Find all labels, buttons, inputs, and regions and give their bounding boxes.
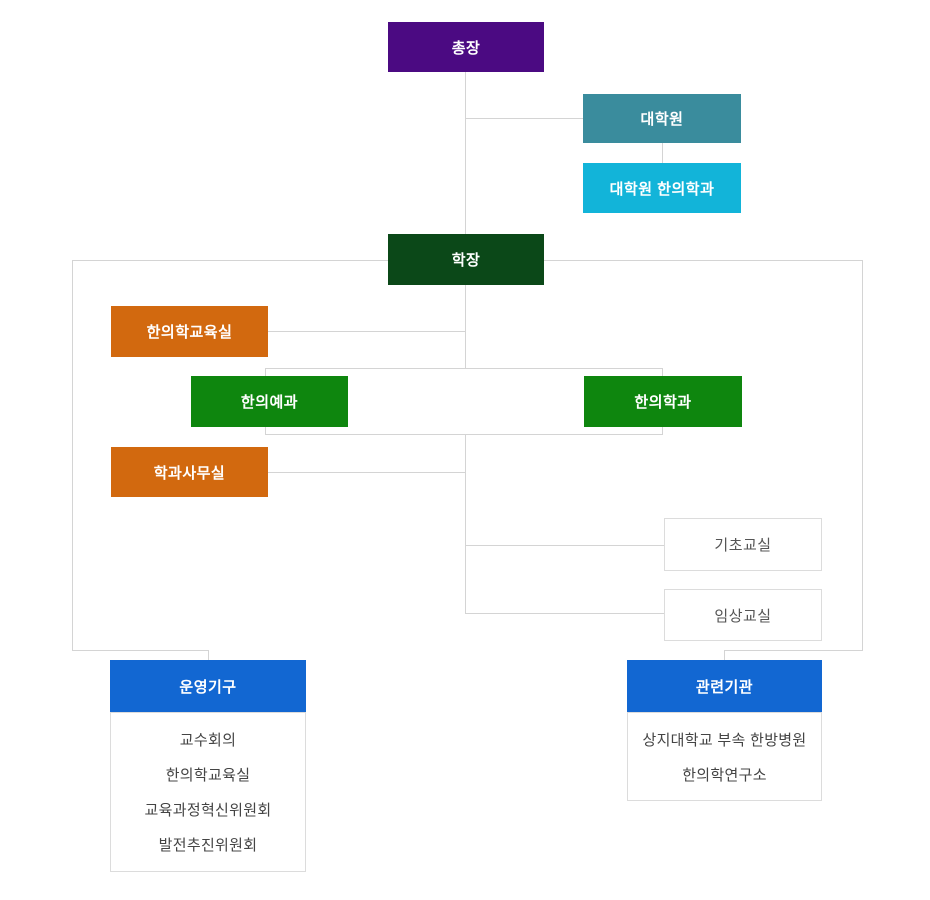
operating-group-title: 운영기구 xyxy=(179,678,237,696)
connector-clinical-classroom xyxy=(465,613,664,614)
org-node-edu-office: 한의학교육실 xyxy=(111,306,268,357)
connector-right-border xyxy=(862,260,863,651)
org-node-clinical-classroom: 임상교실 xyxy=(664,589,822,641)
list-item: 한의학교육실 xyxy=(165,767,251,784)
connector-left-border xyxy=(72,260,73,650)
connector-bottom-left xyxy=(72,650,208,651)
org-node-dean: 학장 xyxy=(388,234,544,285)
connector-edu-office xyxy=(268,331,465,332)
org-node-president-label: 총장 xyxy=(451,39,481,57)
list-item: 발전추진위원회 xyxy=(158,837,258,854)
org-node-premed-label: 한의예과 xyxy=(240,394,299,411)
org-node-graduate-school: 대학원 xyxy=(583,94,741,143)
connector-basic-classroom xyxy=(465,545,664,546)
org-node-edu-office-label: 한의학교육실 xyxy=(146,324,233,341)
operating-group-list: 교수회의 한의학교육실 교육과정혁신위원회 발전추진위원회 xyxy=(110,712,306,872)
connector-operating-group-drop xyxy=(208,650,209,660)
org-node-basic-classroom: 기초교실 xyxy=(664,518,822,571)
org-node-graduate-dept: 대학원 한의학과 xyxy=(583,163,741,213)
related-institutions-header: 관련기관 xyxy=(627,660,822,712)
org-node-clinical-classroom-label: 임상교실 xyxy=(714,607,772,625)
connector-related-drop xyxy=(724,650,725,660)
list-item: 교수회의 xyxy=(179,732,237,749)
connector-dept-office xyxy=(268,472,465,473)
org-node-dept-office-label: 학과사무실 xyxy=(153,464,226,482)
list-item: 상지대학교 부속 한방병원 xyxy=(642,732,807,749)
list-item: 한의학연구소 xyxy=(682,767,767,784)
org-node-president: 총장 xyxy=(388,22,544,72)
connector-to-graduate-school xyxy=(465,118,583,119)
connector-president-dean xyxy=(465,72,466,234)
org-node-med-dept-label: 한의학과 xyxy=(634,394,692,411)
connector-bottom-right xyxy=(724,650,862,651)
org-node-graduate-dept-label: 대학원 한의학과 xyxy=(609,180,715,198)
connector-dean-trunk xyxy=(465,285,466,613)
list-item: 교육과정혁신위원회 xyxy=(144,802,272,819)
org-node-med-dept: 한의학과 xyxy=(584,376,742,427)
org-node-basic-classroom-label: 기초교실 xyxy=(714,537,772,554)
org-node-dept-office: 학과사무실 xyxy=(111,447,268,497)
org-node-premed: 한의예과 xyxy=(191,376,348,427)
connector-graduate-to-dept xyxy=(662,143,663,163)
related-institutions-list: 상지대학교 부속 한방병원 한의학연구소 xyxy=(627,712,822,801)
org-node-graduate-school-label: 대학원 xyxy=(640,111,684,128)
operating-group-header: 운영기구 xyxy=(110,660,306,712)
org-node-dean-label: 학장 xyxy=(451,252,481,269)
related-institutions-title: 관련기관 xyxy=(695,678,754,696)
